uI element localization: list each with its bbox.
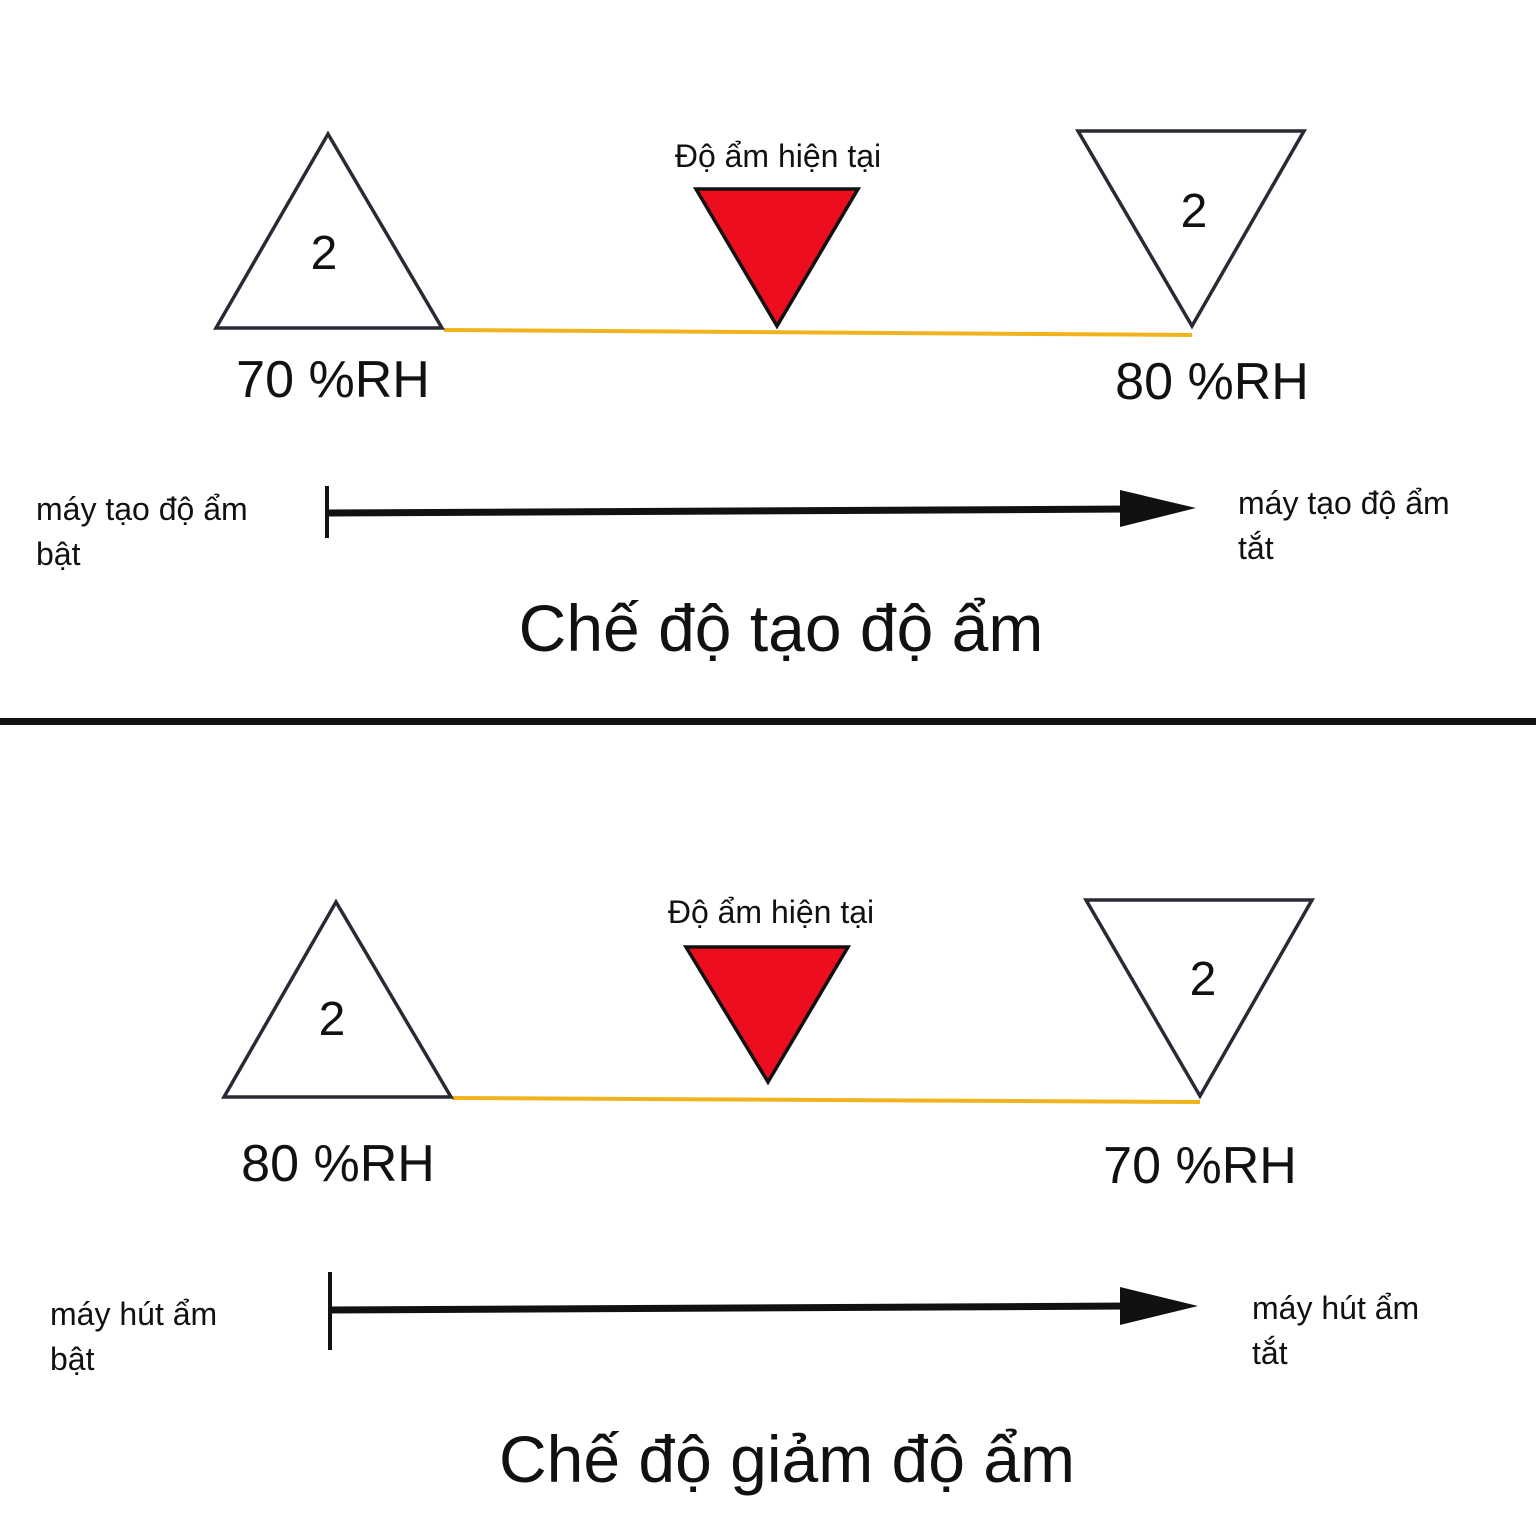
dehumidify-mode-diagram (220, 898, 1316, 1350)
lower-threshold-value: 70 %RH (1103, 1137, 1297, 1195)
lower-threshold-triangle (1082, 898, 1316, 1100)
range-line (451, 1096, 1201, 1104)
arrow-shaft (329, 1302, 1131, 1314)
upper-threshold-triangle (220, 898, 455, 1099)
upper-triangle-number: 2 (318, 993, 346, 1046)
mode-title: Chế độ giảm độ ẩm (499, 1422, 1075, 1496)
humidify-mode-diagram (212, 129, 1308, 538)
device-off-label: máy tạo độ ẩm tắt (1238, 485, 1450, 566)
lower-triangle-number: 2 (310, 227, 338, 280)
dehumidify-mode-panel: 2 2 Độ ẩm hiện tại 80 %RH 70 %RH máy hút… (0, 766, 1536, 1526)
upper-triangle-number: 2 (1180, 185, 1208, 238)
lower-threshold-value: 70 %RH (236, 351, 430, 409)
section-divider (0, 718, 1536, 725)
arrow-shaft (326, 505, 1131, 517)
upper-threshold-value: 80 %RH (1115, 353, 1309, 411)
arrow-head (1120, 1287, 1198, 1325)
current-humidity-marker (692, 187, 862, 330)
range-line (443, 328, 1193, 337)
lower-threshold-triangle (212, 130, 446, 330)
current-humidity-label: Độ ẩm hiện tại (667, 894, 875, 930)
mode-title: Chế độ tạo độ ẩm (518, 591, 1044, 665)
lower-triangle-number: 2 (1189, 953, 1217, 1006)
arrow-head (1120, 490, 1196, 527)
upper-threshold-triangle (1074, 129, 1308, 330)
current-humidity-label: Độ ẩm hiện tại (674, 138, 882, 174)
device-on-label: máy hút ẩm bật (50, 1296, 218, 1377)
current-humidity-marker (682, 945, 852, 1086)
device-off-label: máy hút ẩm tắt (1252, 1290, 1420, 1371)
upper-threshold-value: 80 %RH (241, 1135, 435, 1193)
humidify-mode-panel: 2 2 Độ ẩm hiện tại 70 %RH 80 %RH máy tạo… (0, 0, 1536, 760)
device-on-label: máy tạo độ ẩm bật (36, 491, 248, 572)
